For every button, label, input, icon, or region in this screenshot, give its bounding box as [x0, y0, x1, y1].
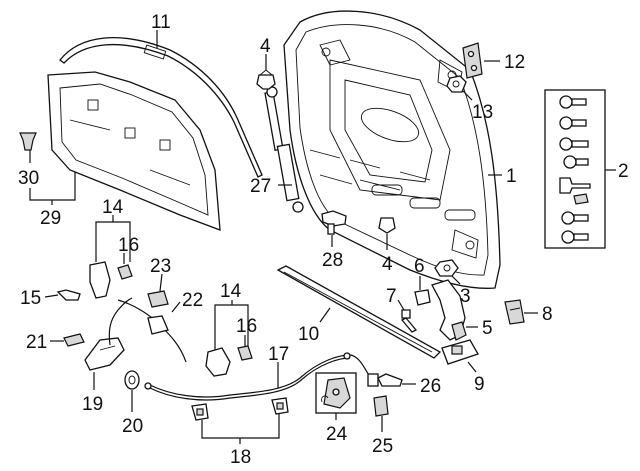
- callout-26: 26: [420, 376, 441, 397]
- callout-22: 22: [182, 290, 203, 311]
- release-handle: [84, 297, 133, 371]
- bracket-24-box: [315, 372, 357, 414]
- callout-17: 17: [268, 344, 289, 365]
- callout-29: 29: [40, 208, 61, 229]
- clip-30: [19, 132, 37, 151]
- bracket-23: [147, 290, 169, 308]
- callout-3: 3: [460, 286, 471, 307]
- callout-16-left: 16: [118, 235, 139, 256]
- bolt-15: [56, 289, 81, 301]
- callout-6: 6: [414, 256, 425, 277]
- callout-15: 15: [20, 288, 41, 309]
- callout-12: 12: [504, 52, 525, 73]
- release-cable: [144, 352, 379, 401]
- callout-8: 8: [542, 304, 553, 325]
- screw-7: [400, 309, 418, 333]
- callout-9: 9: [474, 374, 485, 395]
- leader-lines: [29, 30, 616, 444]
- clip-18-right: [271, 397, 289, 415]
- callout-10: 10: [298, 324, 319, 345]
- bump-stop-upper: [256, 69, 276, 90]
- secondary-latch-left: [89, 261, 133, 299]
- secondary-latch-right: [205, 345, 253, 377]
- callout-4-lower: 4: [382, 254, 393, 275]
- pin-6: [414, 289, 431, 306]
- callout-4-upper: 4: [260, 36, 271, 57]
- callout-7: 7: [386, 286, 397, 307]
- clip-25: [373, 395, 389, 417]
- callout-labels: 11 4 12 13 1 2 30 29 27 28 4 6 3 7 8 5 1…: [18, 12, 629, 468]
- hardware-kit-box: [544, 89, 606, 249]
- support-rail: [276, 265, 442, 359]
- callout-18: 18: [230, 447, 251, 468]
- callout-14-right: 14: [220, 281, 242, 302]
- bump-stop-lower: [378, 217, 396, 234]
- callout-25: 25: [372, 436, 393, 457]
- callout-24: 24: [326, 424, 348, 445]
- nut-13: [446, 75, 467, 93]
- grommet-20: [124, 370, 140, 390]
- callout-27: 27: [250, 176, 271, 197]
- bolt-icons: [559, 95, 591, 244]
- callout-30: 30: [18, 168, 39, 189]
- callout-11: 11: [151, 12, 171, 33]
- hood-strut: [264, 86, 304, 213]
- callout-5: 5: [482, 318, 493, 339]
- bracket-9: [441, 339, 479, 365]
- callout-21: 21: [26, 332, 47, 353]
- callout-23: 23: [150, 256, 171, 277]
- callout-13: 13: [472, 102, 493, 123]
- screw-26: [377, 373, 403, 387]
- hood-insulator: [47, 71, 221, 231]
- callout-1: 1: [506, 166, 517, 187]
- clip-21: [63, 333, 85, 347]
- callout-20: 20: [122, 416, 143, 437]
- bolt-28: [321, 210, 347, 235]
- callout-16-right: 16: [236, 316, 257, 337]
- callout-19: 19: [82, 394, 103, 415]
- callout-28: 28: [322, 250, 343, 271]
- clip-18-left: [191, 403, 209, 421]
- hood-weatherstrip: [59, 37, 263, 178]
- hood-latch: [431, 279, 467, 341]
- clip-8: [504, 299, 525, 325]
- bracket-12: [462, 42, 483, 79]
- callout-2: 2: [618, 161, 629, 182]
- callout-14-left: 14: [102, 197, 124, 218]
- cable-22: [117, 299, 187, 363]
